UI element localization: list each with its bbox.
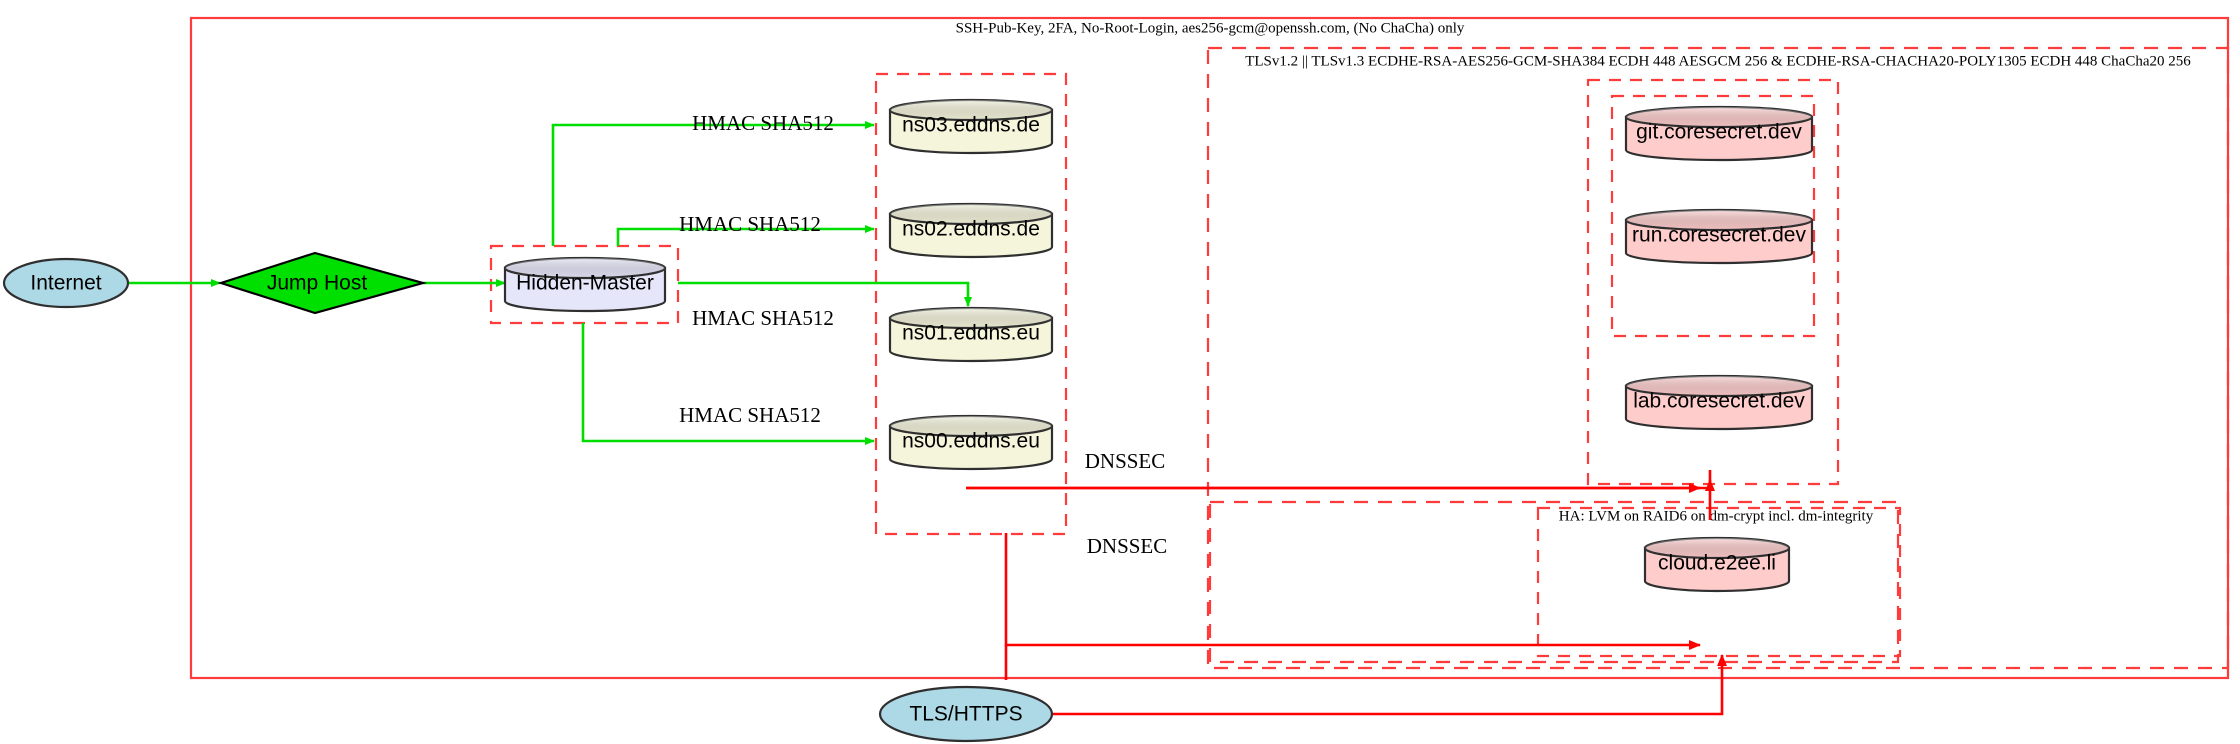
node-run-coresecret-label: run.coresecret.dev bbox=[1632, 224, 1806, 247]
node-ns03-label: ns03.eddns.de bbox=[902, 114, 1040, 137]
node-ns02-label: ns02.eddns.de bbox=[902, 218, 1040, 241]
node-jump-host-label: Jump Host bbox=[267, 272, 368, 295]
edge-dnssec-upper bbox=[966, 470, 1712, 490]
node-lab-coresecret-label: lab.coresecret.dev bbox=[1633, 390, 1805, 413]
edge-tlshttps-right bbox=[1052, 654, 1727, 716]
cluster-tls: TLSv1.2 || TLSv1.3 ECDHE-RSA-AES256-GCM-… bbox=[1206, 46, 2230, 670]
edge-master-ns02 bbox=[616, 225, 875, 246]
edge-label-hmac-ns03: HMAC SHA512 bbox=[692, 111, 834, 135]
node-ns01-label: ns01.eddns.eu bbox=[902, 322, 1040, 345]
node-ns01[interactable]: ns01.eddns.eu bbox=[888, 306, 1054, 363]
node-cloud-e2ee[interactable]: cloud.e2ee.li bbox=[1643, 536, 1791, 593]
edge-master-ns00 bbox=[581, 323, 875, 445]
cluster-nameservers bbox=[874, 72, 1068, 536]
node-tls-https[interactable]: TLS/HTTPS bbox=[878, 685, 1054, 743]
cluster-tls-label: TLSv1.2 || TLSv1.3 ECDHE-RSA-AES256-GCM-… bbox=[1245, 53, 2191, 69]
edge-label-dnssec-upper: DNSSEC bbox=[1085, 449, 1166, 473]
edge-label-hmac-ns01: HMAC SHA512 bbox=[692, 306, 834, 330]
node-ns00-label: ns00.eddns.eu bbox=[902, 430, 1040, 453]
edge-master-ns03 bbox=[551, 121, 875, 246]
node-jump-host[interactable]: Jump Host bbox=[217, 251, 428, 315]
node-hidden-master[interactable]: Hidden-Master bbox=[503, 256, 667, 313]
node-lab-coresecret[interactable]: lab.coresecret.dev bbox=[1624, 374, 1814, 431]
node-ns00[interactable]: ns00.eddns.eu bbox=[888, 414, 1054, 471]
cluster-cloud bbox=[1536, 506, 1902, 658]
edge-label-hmac-ns00: HMAC SHA512 bbox=[679, 403, 821, 427]
node-hidden-master-label: Hidden-Master bbox=[516, 272, 654, 295]
node-cloud-e2ee-label: cloud.e2ee.li bbox=[1658, 552, 1776, 575]
node-git-coresecret-label: git.coresecret.dev bbox=[1636, 121, 1802, 144]
cluster-ha-label: HA: LVM on RAID6 on dm-crypt incl. dm-in… bbox=[1559, 508, 1874, 524]
node-tls-https-label: TLS/HTTPS bbox=[909, 703, 1022, 726]
node-run-coresecret[interactable]: run.coresecret.dev bbox=[1624, 208, 1814, 265]
cluster-coresecret-inner bbox=[1610, 94, 1816, 338]
node-ns03[interactable]: ns03.eddns.de bbox=[888, 98, 1054, 155]
cluster-hidden-master bbox=[489, 244, 680, 325]
edge-label-hmac-ns02: HMAC SHA512 bbox=[679, 212, 821, 236]
node-ns02[interactable]: ns02.eddns.de bbox=[888, 202, 1054, 259]
node-internet[interactable]: Internet bbox=[2, 257, 130, 309]
node-internet-label: Internet bbox=[30, 272, 101, 295]
cluster-ssh-label: SSH-Pub-Key, 2FA, No-Root-Login, aes256-… bbox=[956, 20, 1465, 36]
node-git-coresecret[interactable]: git.coresecret.dev bbox=[1624, 105, 1814, 162]
edge-master-ns01 bbox=[678, 281, 972, 307]
edge-label-dnssec-lower: DNSSEC bbox=[1087, 534, 1168, 558]
cluster-ha: HA: LVM on RAID6 on dm-crypt incl. dm-in… bbox=[1208, 500, 1900, 664]
